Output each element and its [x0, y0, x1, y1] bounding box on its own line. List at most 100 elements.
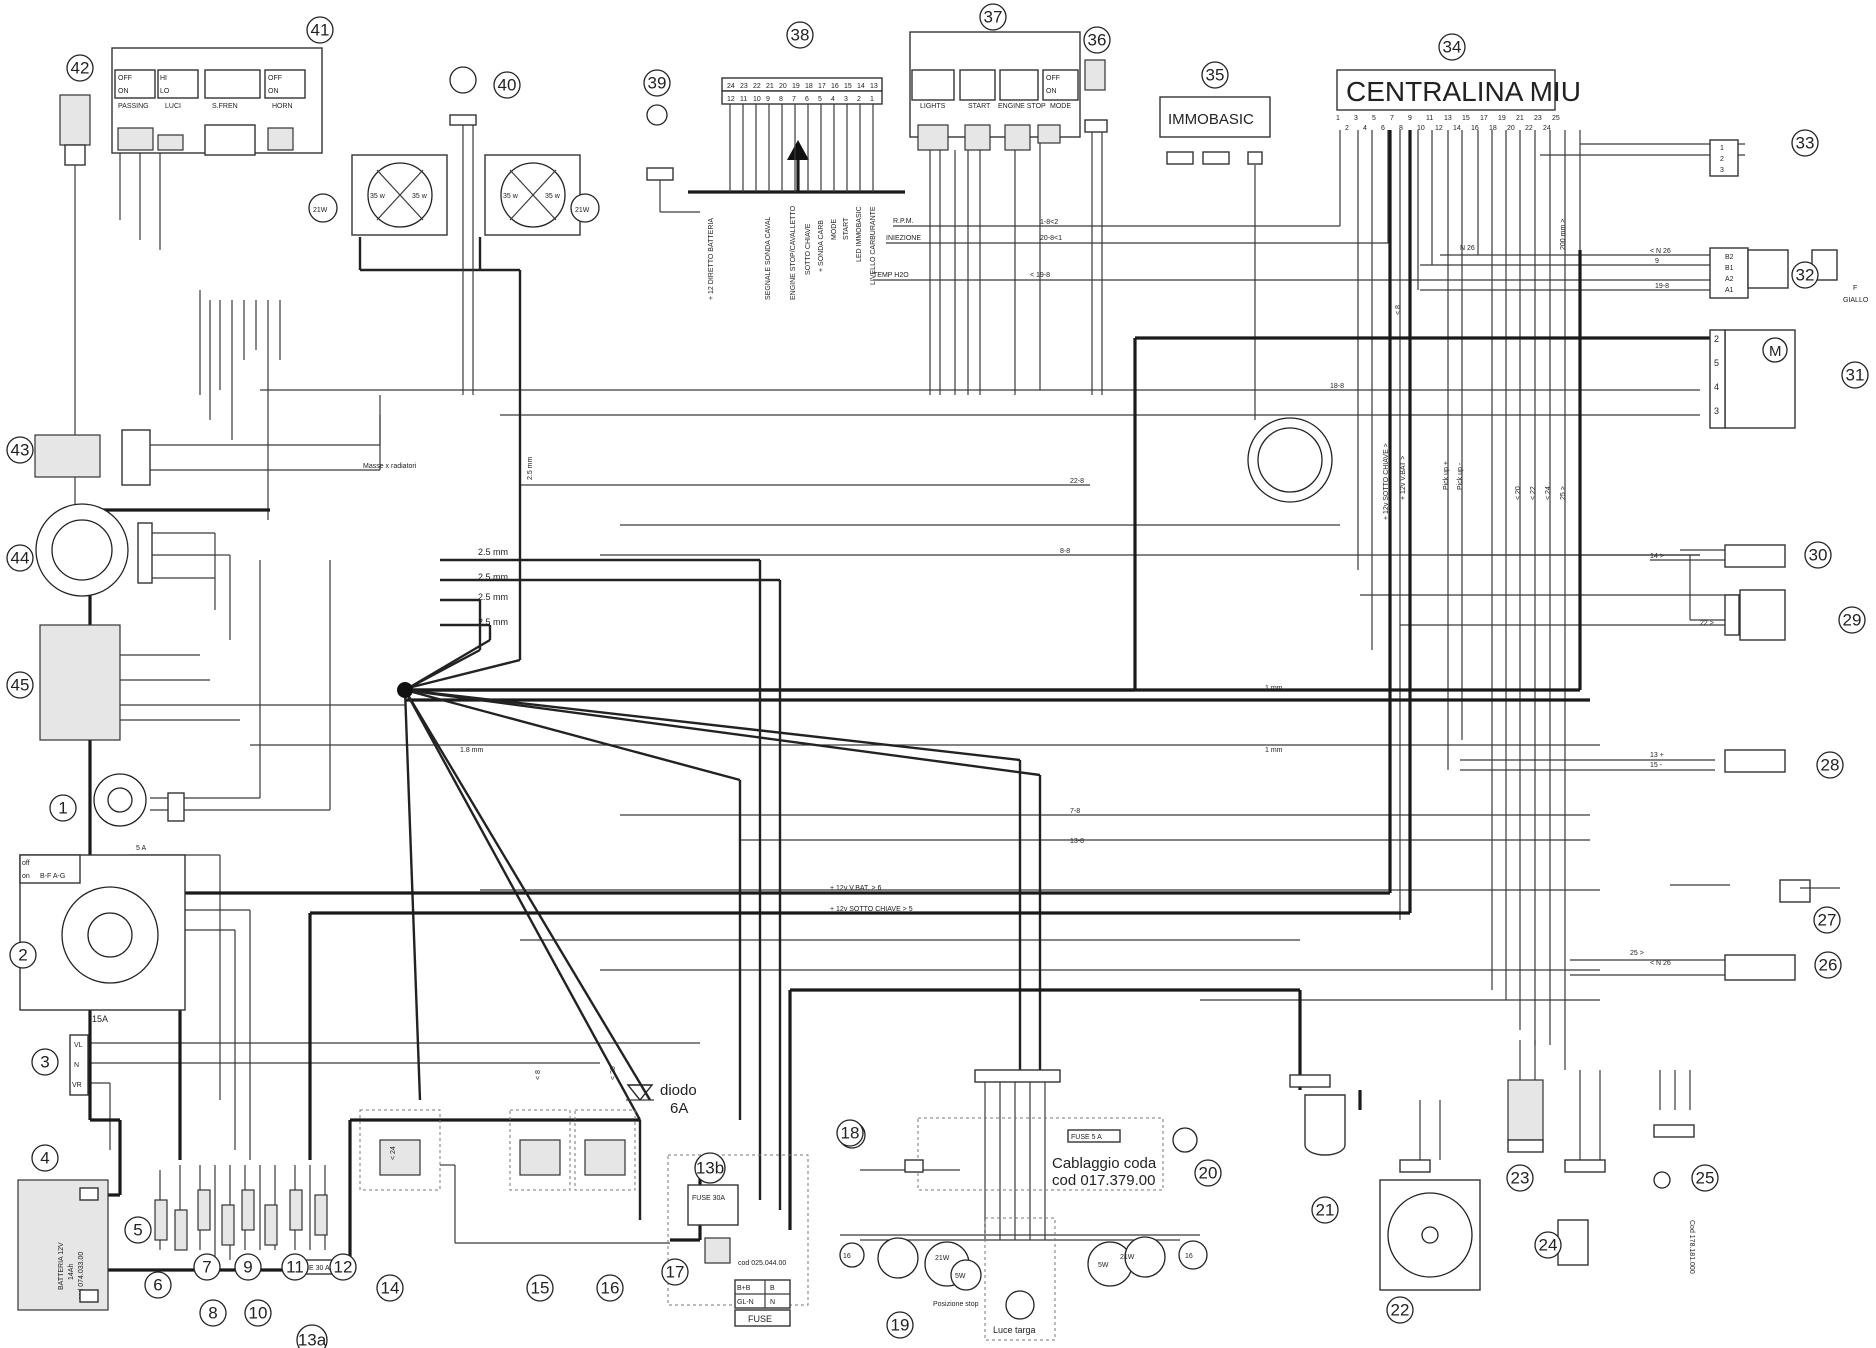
conn38-pin: 13: [870, 83, 878, 90]
conn3-vr: VR: [72, 1082, 82, 1089]
conn38-pin: 19: [792, 83, 800, 90]
callout-circle: [306, 16, 334, 44]
callout-circle: [6, 544, 34, 572]
callout-label: 4: [40, 1149, 49, 1168]
conn38-pin: 15: [844, 83, 852, 90]
callout-label: 22: [1391, 1301, 1410, 1320]
callout-label: 13b: [696, 1159, 724, 1178]
callout-label: 3: [40, 1053, 49, 1072]
sensor32-pin: B2: [1725, 254, 1734, 261]
wcode-24: < 24: [1545, 486, 1552, 500]
immobilizer-unit: IMMOBASIC: [1159, 96, 1333, 503]
conn33-pin: 2: [1720, 156, 1724, 163]
thin-wires: [74, 130, 1760, 1260]
switch-sfren-label: S.FREN: [212, 103, 238, 110]
switch-37-wires: [929, 143, 1041, 395]
sensor31-pin: 4: [1714, 382, 1719, 392]
front-lamp-right: 21W: [575, 207, 590, 214]
battery-label: BATTERIA 12V: [58, 1242, 65, 1290]
diode: diodo 6A: [626, 1082, 697, 1117]
conn38-pin: 7: [792, 96, 796, 103]
wire-code-labels: 18-8 22-8 8-8 7-8 13-8 1-8<2 20-8<1 < 19…: [390, 219, 1714, 1160]
headlight-right-low: 35 w: [503, 193, 519, 200]
wcode-8: < 8: [1395, 305, 1402, 315]
callout-circle: [526, 1274, 554, 1302]
switch-start-label: START: [968, 103, 991, 110]
relay-code: cod 025.044.00: [738, 1260, 786, 1267]
harness-label-led: LED IMMOBASIC: [856, 206, 863, 262]
switch-mode-off: OFF: [1046, 75, 1060, 82]
fan-sensor-code: Cod 178.181.000: [1688, 1220, 1695, 1274]
switch-lights-label: LIGHTS: [920, 103, 946, 110]
tail-harness-code: cod 017.379.00: [1052, 1172, 1155, 1189]
callout-label: 32: [1796, 266, 1815, 285]
wcode-13-8: 13-8: [1070, 838, 1084, 845]
tail-pos-stop-label: Posizione stop: [933, 1301, 979, 1308]
headlights-40: 35 w 35 w 35 w 35 w 21W 21W: [308, 66, 600, 395]
callout-circle: [1816, 751, 1844, 779]
wcode-22v: < 22: [1530, 486, 1537, 500]
callout-label: 40: [498, 76, 517, 95]
tail-lights-19: Cablaggio coda cod 017.379.00 FUSE 5 A 1…: [838, 1069, 1208, 1341]
callout-circle: [493, 71, 521, 99]
wire-size-6: 1 mm: [1265, 747, 1283, 754]
callout-label: 28: [1821, 756, 1840, 775]
callout-circle: [66, 54, 94, 82]
ecu-pin: 20: [1507, 125, 1515, 132]
connector-3: VL N VR: [69, 1034, 89, 1096]
wcode-8b: < 8: [535, 1070, 542, 1080]
callout-label: 9: [243, 1258, 252, 1277]
main-fuse-30a: FUSE 30 A: [295, 1265, 330, 1272]
callout-circle: [376, 1274, 404, 1302]
switch-luci-label: LUCI: [165, 103, 181, 110]
conn38-pin: 4: [831, 96, 835, 103]
small-connectors-top: [59, 59, 1108, 395]
callout-circle: [1194, 1159, 1222, 1187]
callout-circle: [1386, 1296, 1414, 1324]
callout-circle: [1311, 1196, 1339, 1224]
callout-circle: [234, 1253, 262, 1281]
callout-label: 37: [984, 8, 1003, 27]
plate-light-label: Luce targa: [993, 1325, 1036, 1335]
key-switch-fuse: 15A: [92, 1014, 108, 1024]
switch-off-label: OFF: [118, 75, 132, 82]
callout-label: 36: [1088, 31, 1107, 50]
callout-label: 38: [791, 26, 810, 45]
conn38-pin: 17: [818, 83, 826, 90]
ecu-pin: 3: [1354, 115, 1358, 122]
callout-circle: [886, 1311, 914, 1339]
wcode-n26: N 26: [1460, 245, 1475, 252]
callout-label: 29: [1843, 611, 1862, 630]
conn38-pin: 1: [870, 96, 874, 103]
ecu-pin: 19: [1498, 115, 1506, 122]
callout-label: 2: [18, 946, 27, 965]
tail-harness-label: Cablaggio coda: [1052, 1155, 1157, 1172]
label-vbat: + 12v V.BAT. > 6: [830, 885, 881, 892]
callout-circle: [6, 671, 34, 699]
thick-wires: [88, 130, 1745, 1272]
tail-fuse: FUSE 5 A: [1071, 1134, 1102, 1141]
callout-label: 31: [1846, 366, 1865, 385]
conn33-pin: 3: [1720, 167, 1724, 174]
callout-circle: [643, 69, 671, 97]
wcode-9: 9: [1655, 258, 1659, 265]
key-switch-rating: 5 A: [136, 845, 146, 852]
tail-pos-5w: 5W: [955, 1273, 966, 1280]
label-vbat-v: + 12v V.BAT >: [1400, 456, 1407, 500]
battery-4: BATTERIA 12V 14Ah cod 074.033.00: [17, 1179, 109, 1311]
sensor31-pin: 5: [1714, 358, 1719, 368]
callout-circle: [1691, 1164, 1719, 1192]
harness-label-temp: TEMP H2O: [873, 272, 909, 279]
tail-stop-21w-right: 21W: [1120, 1254, 1135, 1261]
fusebox-label: FUSE: [748, 1314, 772, 1324]
callout-label: 42: [71, 59, 90, 78]
callout-circle: [596, 1274, 624, 1302]
handlebar-switch-37: LIGHTS START ENGINE STOP MODE OFF ON: [909, 31, 1081, 151]
callout-circle: [661, 1258, 689, 1286]
callout-label: 18: [841, 1124, 860, 1143]
harness-label-rpm: R.P.M.: [893, 218, 914, 225]
callout-label: 7: [202, 1258, 211, 1277]
